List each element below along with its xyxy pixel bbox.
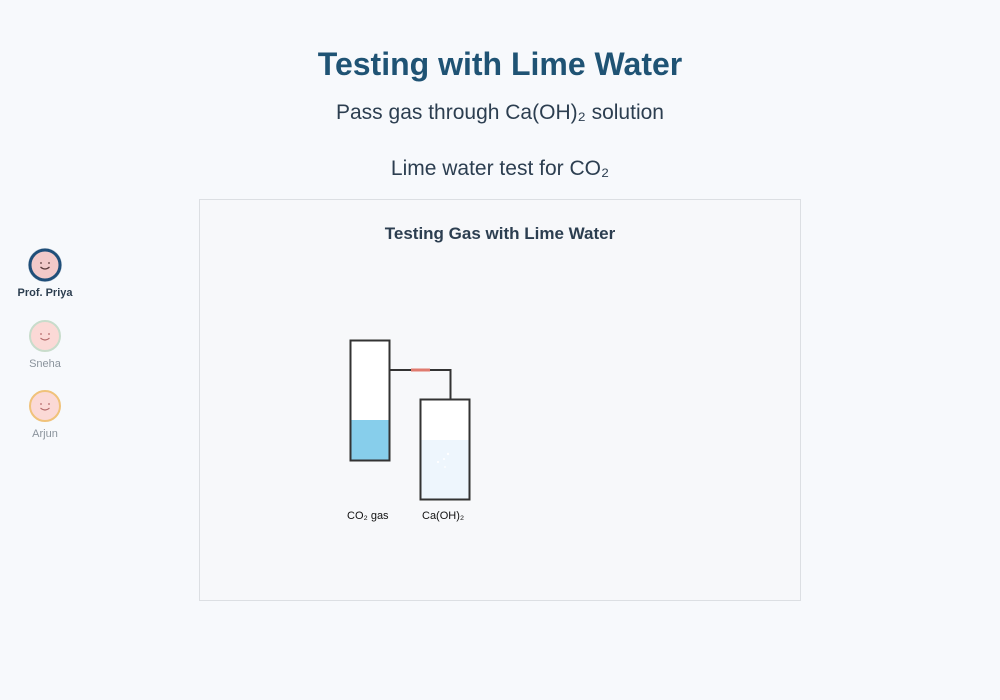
gas-bubble: [446, 452, 450, 456]
lime-water-apparatus: [349, 339, 471, 501]
lime-water-solution: [421, 440, 469, 499]
avatar-icon: [29, 320, 61, 352]
lime-water-beaker: [419, 398, 471, 501]
participant-prof-priya[interactable]: Prof. Priya: [0, 247, 90, 300]
lime-water-label: Ca(OH)₂: [422, 510, 465, 522]
avatar-icon: [29, 390, 61, 422]
gas-test-tube: [349, 339, 391, 462]
page-subtitle: Pass gas through Ca(OH)₂ solution: [336, 101, 664, 124]
participant-name: Arjun: [32, 428, 58, 440]
participant-name: Prof. Priya: [17, 287, 73, 299]
participant-sneha[interactable]: Sneha: [0, 318, 90, 371]
gas-bubble: [444, 466, 446, 468]
gas-bubble: [443, 458, 445, 460]
participant-arjun[interactable]: Arjun: [0, 388, 90, 441]
gas-tube-label: CO₂ gas: [347, 510, 389, 522]
gas-bubble: [436, 460, 440, 464]
participant-name: Sneha: [29, 358, 61, 370]
gas-liquid-level: [351, 420, 389, 460]
page-title: Testing with Lime Water: [317, 46, 683, 82]
avatar-icon: [28, 248, 62, 282]
diagram-title: Testing Gas with Lime Water: [384, 224, 616, 243]
section-caption: Lime water test for CO₂: [390, 157, 610, 180]
diagram-panel: Testing Gas with Lime Water CO₂ gas Ca(O…: [199, 199, 801, 601]
